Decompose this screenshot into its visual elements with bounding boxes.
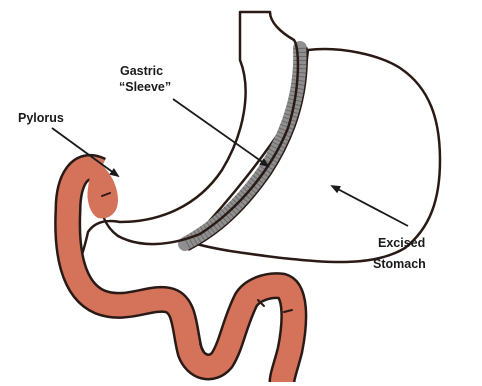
label-sleeve: “Sleeve” <box>119 80 171 94</box>
staple-line-edge <box>189 48 307 250</box>
label-pylorus: Pylorus <box>18 111 64 125</box>
label-stomach: Stomach <box>373 257 426 271</box>
arrow-excised-stomach <box>332 186 408 226</box>
staple-line-band <box>185 48 300 244</box>
arrow-gastric-sleeve <box>173 99 268 166</box>
excised-stomach-region <box>190 49 440 262</box>
pylorus-junction <box>87 160 118 218</box>
label-gastric: Gastric <box>120 64 163 78</box>
label-excised: Excised <box>378 236 425 250</box>
